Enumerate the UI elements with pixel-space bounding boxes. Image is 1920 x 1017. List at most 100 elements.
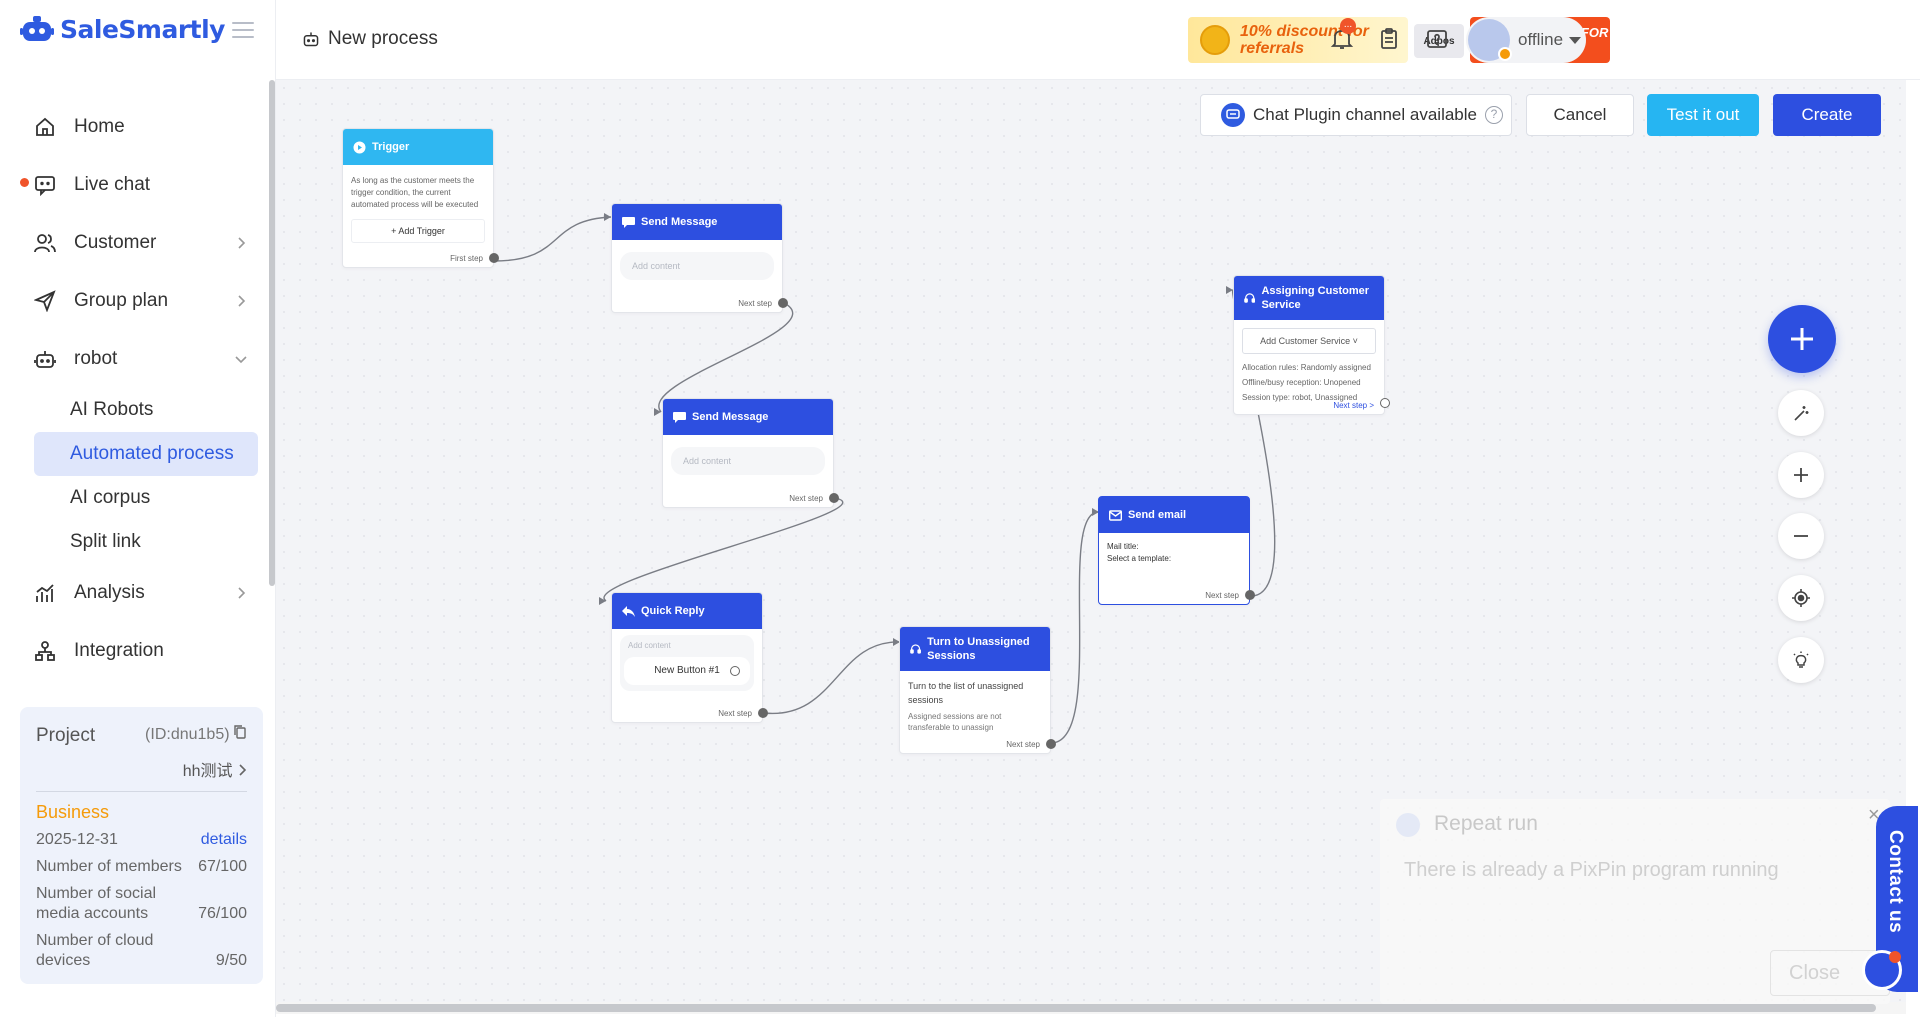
add-trigger-button[interactable]: + Add Trigger xyxy=(351,219,485,243)
node-title: Send Message xyxy=(641,216,718,228)
create-button[interactable]: Create xyxy=(1773,94,1881,136)
avatar xyxy=(1468,19,1512,61)
project-stat: Number of cloud devices 9/50 xyxy=(36,931,247,971)
sidebar-item-group-plan[interactable]: Group plan xyxy=(20,272,260,330)
promo-adpos-logo[interactable]: Adpos xyxy=(1414,24,1464,58)
caret-down-icon xyxy=(1569,36,1582,44)
clipboard-icon[interactable] xyxy=(1376,26,1402,52)
lightbulb-icon xyxy=(1793,651,1809,668)
quick-reply-content: Add content New Button #1 xyxy=(620,635,754,691)
promo-referral-banner[interactable]: 10% discount for referrals xyxy=(1188,17,1408,63)
node-title: Send Message xyxy=(692,411,769,423)
help-icon[interactable] xyxy=(1424,26,1450,52)
output-port[interactable] xyxy=(489,253,499,263)
sidebar-scrollbar[interactable] xyxy=(269,80,275,586)
brand-logo[interactable]: SaleSmartly xyxy=(20,14,225,44)
assign-service-node[interactable]: Assigning Customer Service Add Customer … xyxy=(1233,275,1390,415)
horizontal-scrollbar[interactable] xyxy=(276,1002,1906,1014)
project-expiry: 2025-12-31 xyxy=(36,831,118,848)
project-plan: Business xyxy=(36,802,110,822)
brand-name: SaleSmartly xyxy=(60,14,225,44)
project-title: Project xyxy=(36,725,96,746)
dialog-message: There is already a PixPin program runnin… xyxy=(1404,859,1779,881)
assign-rule: Allocation rules: Randomly assigned xyxy=(1242,363,1371,372)
target-icon xyxy=(1792,589,1810,607)
node-title: Trigger xyxy=(372,141,410,153)
sidebar-item-customer[interactable]: Customer xyxy=(20,214,260,272)
trigger-node[interactable]: Trigger As long as the customer meets th… xyxy=(342,128,499,268)
sidebar-item-home[interactable]: Home xyxy=(20,98,260,156)
chevron-right-icon xyxy=(239,764,247,776)
output-port[interactable] xyxy=(1245,590,1255,600)
output-port[interactable] xyxy=(758,708,768,718)
quick-reply-button[interactable]: New Button #1 xyxy=(624,657,750,685)
pixpin-logo-icon xyxy=(1396,813,1420,837)
quick-reply-button-label: New Button #1 xyxy=(654,665,720,676)
sidebar-sub-ai-corpus[interactable]: AI corpus xyxy=(70,487,151,508)
add-customer-service-select[interactable]: Add Customer Service ˅ xyxy=(1242,328,1376,354)
output-port[interactable] xyxy=(1046,739,1056,749)
project-details-link[interactable]: details xyxy=(200,831,247,848)
sidebar-item-robot[interactable]: robot xyxy=(20,330,260,388)
output-port[interactable] xyxy=(1380,398,1390,408)
project-name[interactable]: hh测试 xyxy=(36,757,247,792)
sidebar-sub-ai-robots[interactable]: AI Robots xyxy=(70,399,154,420)
sidebar-sub-automated-process[interactable]: Automated process xyxy=(34,432,258,476)
turn-description: Turn to the list of unassigned sessions xyxy=(908,681,1024,705)
user-status-menu[interactable]: offline xyxy=(1466,17,1586,63)
add-content-field[interactable]: Add content xyxy=(628,641,671,650)
unread-dot xyxy=(20,178,29,187)
test-button[interactable]: Test it out xyxy=(1647,94,1759,136)
project-stat-label: Number of social media accounts xyxy=(36,885,157,922)
send-email-node[interactable]: Send email Mail title: Select a template… xyxy=(1098,496,1255,605)
send-message-node[interactable]: Send Message Add content Next step xyxy=(662,398,839,508)
sidebar-item-analysis[interactable]: Analysis xyxy=(20,564,260,622)
zoom-in-button[interactable] xyxy=(1778,452,1824,498)
chevron-right-icon xyxy=(238,295,246,307)
button-port[interactable] xyxy=(730,666,740,676)
add-content-field[interactable]: Add content xyxy=(671,447,825,475)
copy-icon[interactable] xyxy=(234,725,247,739)
menu-collapse-icon[interactable] xyxy=(232,22,254,38)
quick-reply-node[interactable]: Quick Reply Add content New Button #1 Ne… xyxy=(611,592,768,723)
tips-button[interactable] xyxy=(1778,637,1824,683)
scrollbar-thumb[interactable] xyxy=(276,1004,1876,1012)
node-title: Turn to Unassigned Sessions xyxy=(927,636,1030,662)
send-message-node[interactable]: Send Message Add content Next step xyxy=(611,203,788,313)
chat-bubble-button[interactable] xyxy=(1862,950,1902,990)
connector-arrow xyxy=(1226,286,1233,294)
question-icon[interactable]: ? xyxy=(1485,106,1503,124)
turn-unassigned-node[interactable]: Turn to Unassigned Sessions Turn to the … xyxy=(899,626,1056,754)
sidebar-item-live-chat[interactable]: Live chat xyxy=(20,156,260,214)
mail-title-label: Mail title: xyxy=(1107,542,1139,551)
output-port[interactable] xyxy=(778,298,788,308)
headset-icon xyxy=(1244,293,1256,303)
auto-layout-button[interactable] xyxy=(1778,390,1824,436)
zoom-out-button[interactable] xyxy=(1778,513,1824,559)
customer-icon xyxy=(32,230,58,256)
connector-arrow xyxy=(604,213,611,221)
add-content-field[interactable]: Add content xyxy=(620,252,774,280)
sidebar-item-integration[interactable]: Integration xyxy=(20,622,260,680)
close-icon[interactable]: × xyxy=(1868,804,1880,826)
integration-icon xyxy=(32,638,58,664)
step-label: Next step xyxy=(738,299,772,308)
robot-icon xyxy=(32,346,58,372)
connector xyxy=(763,641,901,714)
center-view-button[interactable] xyxy=(1778,575,1824,621)
sidebar-item-label: Integration xyxy=(74,640,164,661)
sidebar-item-label: Customer xyxy=(74,232,157,253)
output-port[interactable] xyxy=(829,493,839,503)
channel-availability-pill[interactable]: Chat Plugin channel available ? xyxy=(1200,94,1512,136)
add-node-button[interactable] xyxy=(1768,305,1836,373)
unread-dot xyxy=(1889,951,1901,963)
send-email-header: Send email xyxy=(1099,497,1249,533)
cancel-button[interactable]: Cancel xyxy=(1526,94,1634,136)
page-title: New process xyxy=(302,28,438,50)
assign-rule: Offline/busy reception: Unopened xyxy=(1242,378,1361,387)
step-label[interactable]: Next step > xyxy=(1333,401,1374,410)
connector xyxy=(493,216,612,262)
step-label: Next step xyxy=(1205,591,1239,600)
sidebar-sub-split-link[interactable]: Split link xyxy=(70,531,141,552)
